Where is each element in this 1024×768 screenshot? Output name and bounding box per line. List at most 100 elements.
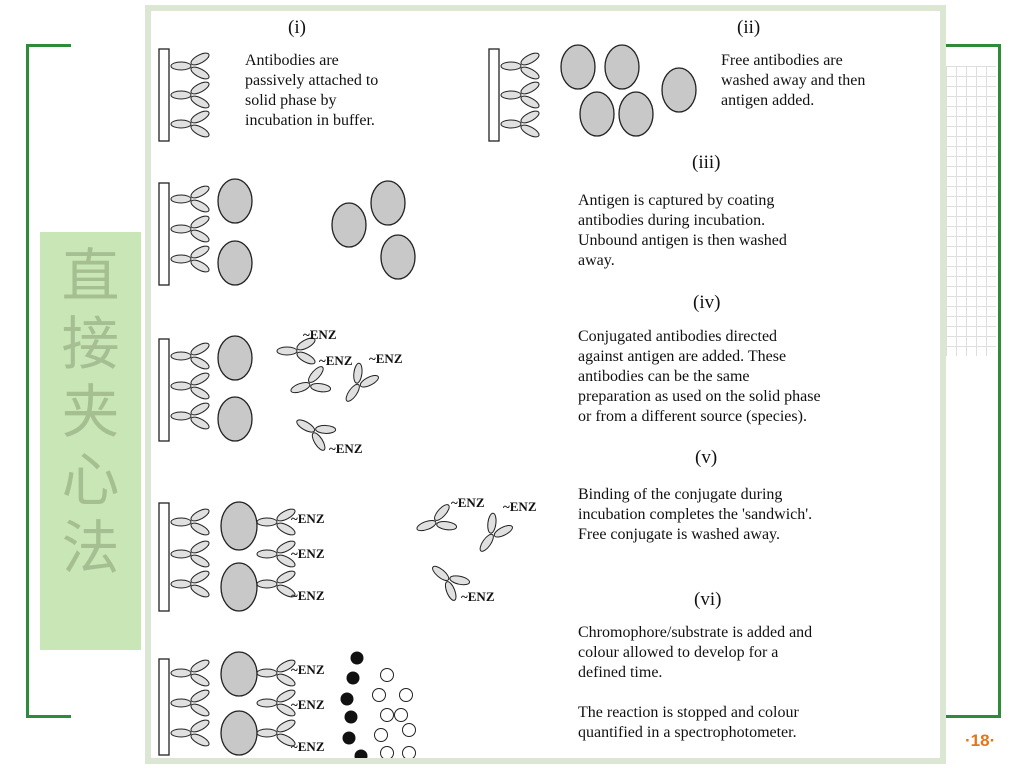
capture-antibody: [170, 402, 210, 430]
step-label-iii: (iii): [692, 152, 721, 173]
antigen: [370, 180, 406, 226]
antigen: [220, 710, 258, 756]
capture-antibody: [170, 508, 210, 536]
conjugate-antibody: [256, 689, 296, 717]
antigen: [217, 335, 253, 381]
solid-phase-plate: [158, 658, 170, 756]
coloured-product-dot: [344, 710, 358, 724]
capture-antibody: [170, 215, 210, 243]
substrate-dot: [380, 668, 394, 682]
enzyme-label: ~ENZ: [329, 441, 363, 456]
conjugate-antibody: [345, 362, 379, 402]
antigen: [604, 44, 640, 90]
antigen: [579, 91, 615, 137]
capture-antibody: [170, 245, 210, 273]
enzyme-label: ~ENZ: [291, 697, 325, 712]
conjugate-antibody: [256, 570, 296, 598]
enzyme-label: ~ENZ: [291, 739, 325, 754]
antigen: [618, 91, 654, 137]
step-caption-i: Antibodies are passively attached to sol…: [245, 52, 379, 129]
conjugate-antibody: [432, 565, 471, 601]
conjugate-antibody: [479, 512, 513, 552]
capture-antibody: [170, 185, 210, 213]
substrate-dot: [380, 746, 394, 758]
coloured-product-dot: [354, 749, 368, 758]
solid-phase-plate: [158, 338, 170, 442]
substrate-dot: [394, 708, 408, 722]
solid-phase-plate: [158, 48, 170, 142]
antigen: [560, 44, 596, 90]
capture-antibody: [170, 540, 210, 568]
step-caption-ii: Free antibodies are washed away and then…: [721, 52, 866, 109]
enzyme-label: ~ENZ: [369, 351, 403, 366]
antigen: [661, 67, 697, 113]
conjugate-antibody: [416, 504, 458, 532]
capture-antibody: [500, 52, 540, 80]
conjugate-antibody: [276, 337, 316, 365]
vertical-title-box: 直接夹心法: [40, 232, 141, 650]
antigen: [217, 396, 253, 442]
step-caption-vi: Chromophore/substrate is added and colou…: [578, 624, 813, 741]
capture-antibody: [170, 110, 210, 138]
enzyme-label: ~ENZ: [461, 589, 495, 604]
antigen: [220, 501, 258, 551]
capture-antibody: [170, 659, 210, 687]
enzyme-label: ~ENZ: [291, 588, 325, 603]
antigen: [331, 202, 367, 248]
step-label-ii: (ii): [737, 17, 761, 38]
capture-antibody: [170, 81, 210, 109]
capture-antibody: [170, 570, 210, 598]
antigen: [220, 651, 258, 697]
coloured-product-dot: [346, 671, 360, 685]
enzyme-label: ~ENZ: [451, 495, 485, 510]
substrate-dot: [380, 708, 394, 722]
page-number: ·18·: [965, 731, 996, 750]
elisa-diagram-panel: ~ENZ ~ENZ ~ENZ ~ENZ ~ENZ ~ENZ ~ENZ ~ENZ ~ENZ ~ENZ…: [145, 5, 946, 764]
vertical-title: 直接夹心法: [61, 242, 120, 582]
solid-phase-plate: [158, 182, 170, 286]
capture-antibody: [170, 342, 210, 370]
conjugate-antibody: [296, 419, 337, 451]
enzyme-label: ~ENZ: [291, 662, 325, 677]
sandwich-elisa-diagram: ~ENZ ~ENZ ~ENZ ~ENZ ~ENZ ~ENZ ~ENZ ~ENZ ~ENZ ~ENZ…: [158, 44, 697, 758]
step-label-v: (v): [695, 447, 718, 468]
capture-antibody: [170, 719, 210, 747]
substrate-dot: [372, 688, 386, 702]
substrate-dot: [402, 723, 416, 737]
capture-antibody: [170, 372, 210, 400]
step-caption-iii: Antigen is captured by coating antibodie…: [578, 192, 787, 269]
capture-antibody: [170, 689, 210, 717]
conjugate-antibody: [290, 366, 332, 394]
antigen: [217, 240, 253, 286]
antigen: [220, 562, 258, 612]
conjugate-antibody: [256, 719, 296, 747]
enzyme-label: ~ENZ: [291, 511, 325, 526]
substrate-dot: [399, 688, 413, 702]
coloured-product-dot: [340, 692, 354, 706]
substrate-dot: [374, 728, 388, 742]
enzyme-label: ~ENZ: [503, 499, 537, 514]
conjugate-antibody: [256, 659, 296, 687]
step-label-iv: (iv): [693, 292, 721, 313]
capture-antibody: [170, 52, 210, 80]
coloured-product-dot: [350, 651, 364, 665]
step-label-i: (i): [288, 17, 306, 38]
antigen: [380, 234, 416, 280]
substrate-dot: [402, 746, 416, 758]
diagram-canvas: ~ENZ ~ENZ ~ENZ ~ENZ ~ENZ ~ENZ ~ENZ ~ENZ ~ENZ ~ENZ…: [151, 11, 940, 758]
grid-decoration: [946, 66, 996, 356]
right-bracket-frame: [946, 44, 1001, 718]
step-caption-iv: Conjugated antibodies directed against a…: [578, 328, 821, 425]
capture-antibody: [500, 110, 540, 138]
solid-phase-plate: [488, 48, 500, 142]
conjugate-antibody: [256, 508, 296, 536]
conjugate-antibody: [256, 540, 296, 568]
left-bracket-frame: [26, 44, 71, 718]
enzyme-label: ~ENZ: [303, 327, 337, 342]
enzyme-label: ~ENZ: [319, 353, 353, 368]
solid-phase-plate: [158, 502, 170, 612]
step-caption-v: Binding of the conjugate during incubati…: [578, 486, 813, 543]
antigen: [217, 178, 253, 224]
capture-antibody: [500, 81, 540, 109]
